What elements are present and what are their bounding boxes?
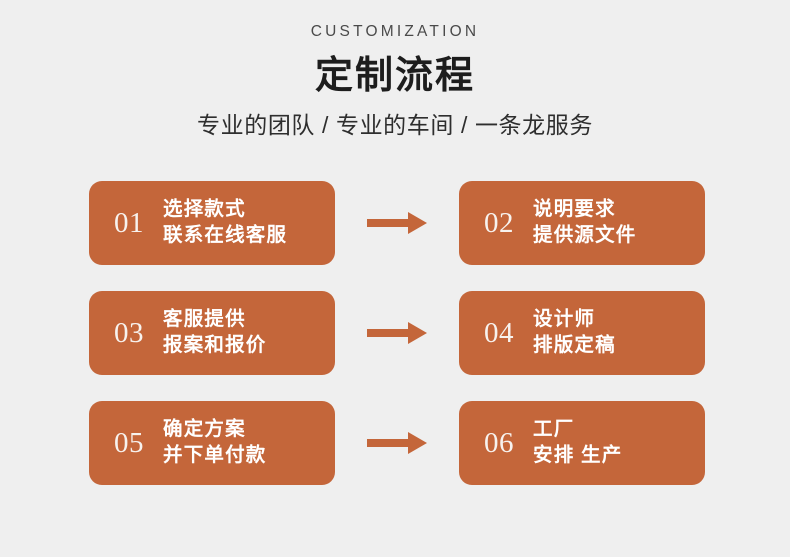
step-number: 06 (484, 426, 514, 459)
step-number: 05 (114, 426, 144, 459)
process-flow: 01 选择款式 联系在线客服 02 说明要求 提供源文件 (89, 181, 705, 485)
step-line-2: 提供源文件 (533, 224, 637, 246)
step-number: 02 (484, 206, 514, 239)
arrow-right-icon (367, 432, 427, 454)
step-text: 工厂 安排 生产 (533, 417, 705, 469)
step-text: 选择款式 联系在线客服 (163, 197, 335, 249)
page-header: CUSTOMIZATION 定制流程 专业的团队 / 专业的车间 / 一条龙服务 (0, 0, 790, 139)
step-card-04[interactable]: 04 设计师 排版定稿 (459, 291, 705, 375)
step-line-1: 工厂 (533, 418, 575, 441)
eyebrow-label: CUSTOMIZATION (310, 23, 480, 40)
step-line-2: 安排 生产 (533, 444, 623, 466)
step-card-05[interactable]: 05 确定方案 并下单付款 (89, 401, 335, 485)
step-number: 03 (114, 316, 144, 349)
step-line-1: 客服提供 (163, 308, 246, 331)
page-title: 定制流程 (314, 54, 475, 97)
arrow-slot (335, 401, 459, 485)
arrow-right-icon (367, 212, 427, 234)
step-line-2: 报案和报价 (163, 334, 267, 356)
flow-row: 05 确定方案 并下单付款 06 工厂 安排 生产 (89, 401, 705, 485)
page-subtitle: 专业的团队 / 专业的车间 / 一条龙服务 (197, 112, 593, 139)
step-text: 说明要求 提供源文件 (533, 197, 705, 249)
arrow-slot (335, 291, 459, 375)
arrow-head (408, 432, 427, 454)
flow-row: 01 选择款式 联系在线客服 02 说明要求 提供源文件 (89, 181, 705, 265)
step-card-01[interactable]: 01 选择款式 联系在线客服 (89, 181, 335, 265)
step-card-03[interactable]: 03 客服提供 报案和报价 (89, 291, 335, 375)
step-line-1: 设计师 (533, 308, 596, 331)
step-line-2: 联系在线客服 (163, 224, 288, 246)
step-number: 04 (484, 316, 514, 349)
step-line-2: 排版定稿 (533, 334, 616, 356)
arrow-head (408, 322, 427, 344)
step-text: 客服提供 报案和报价 (163, 307, 335, 359)
flow-row: 03 客服提供 报案和报价 04 设计师 排版定稿 (89, 291, 705, 375)
arrow-head (408, 212, 427, 234)
step-line-2: 并下单付款 (163, 444, 267, 466)
arrow-shaft (367, 329, 409, 337)
step-number: 01 (114, 206, 144, 239)
arrow-shaft (367, 219, 409, 227)
arrow-shaft (367, 439, 409, 447)
step-line-1: 选择款式 (163, 198, 246, 221)
arrow-slot (335, 181, 459, 265)
step-line-1: 确定方案 (163, 418, 246, 441)
arrow-right-icon (367, 322, 427, 344)
step-text: 确定方案 并下单付款 (163, 417, 335, 469)
step-line-1: 说明要求 (533, 198, 616, 221)
step-text: 设计师 排版定稿 (533, 307, 705, 359)
step-card-02[interactable]: 02 说明要求 提供源文件 (459, 181, 705, 265)
step-card-06[interactable]: 06 工厂 安排 生产 (459, 401, 705, 485)
